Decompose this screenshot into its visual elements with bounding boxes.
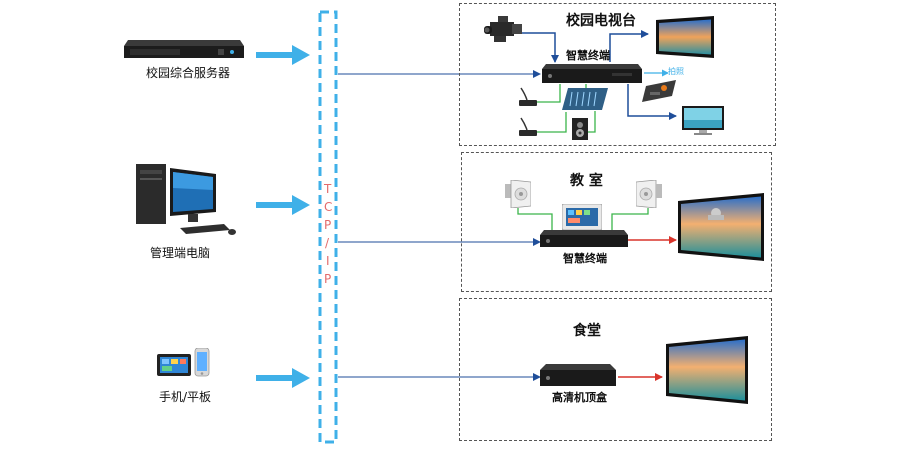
tcp-ip-bus xyxy=(318,10,338,444)
speaker-icon xyxy=(572,118,588,140)
mobile-label: 手机/平板 xyxy=(159,390,212,404)
mic-green-link-2 xyxy=(536,112,567,133)
server-label: 校园综合服务器 xyxy=(146,66,231,80)
camera-to-terminal-arrow xyxy=(514,32,559,63)
microphone-2 xyxy=(515,116,539,142)
device-to-bus-arrows xyxy=(256,45,310,388)
set-top-box-icon xyxy=(542,64,642,83)
mic-green-link-1 xyxy=(536,84,561,103)
tablet-phone-icon xyxy=(157,347,210,377)
classroom-speaker-left xyxy=(505,179,532,212)
server-icon xyxy=(124,40,244,58)
bus-letter: P xyxy=(324,272,333,286)
canteen-display xyxy=(666,336,748,408)
stb-label: 高清机顶盒 xyxy=(552,391,607,404)
campus-tv-title: 校园电视台 xyxy=(566,13,636,29)
wall-speaker-icon xyxy=(635,179,662,209)
terminal-to-tv-arrow xyxy=(609,30,649,62)
server-device xyxy=(122,38,246,60)
tv-monitor xyxy=(682,106,724,140)
bus-letter: T xyxy=(324,182,333,196)
recorder-icon xyxy=(642,80,676,102)
monitor-icon xyxy=(682,106,724,135)
large-display-icon xyxy=(678,193,764,261)
microphone-icon xyxy=(519,117,537,136)
pc-label: 管理端电脑 xyxy=(150,246,211,260)
tv-display xyxy=(656,16,714,62)
control-panel xyxy=(561,203,603,234)
mixer-icon xyxy=(562,88,608,110)
microphone-1 xyxy=(515,86,539,112)
video-camera xyxy=(484,12,524,50)
classroom-title: 教 室 xyxy=(570,173,603,189)
mixer-speaker-link xyxy=(588,111,596,133)
classroom-speaker-right xyxy=(635,179,662,212)
canteen-title: 食堂 xyxy=(573,323,601,339)
terminal-to-monitor-arrow xyxy=(627,84,677,120)
flat-tv-icon xyxy=(656,16,714,58)
wall-speaker-icon xyxy=(505,179,532,209)
bus-letter: / xyxy=(325,236,331,250)
microphone-icon xyxy=(519,87,537,106)
bus-letter: I xyxy=(326,254,331,268)
large-display-icon xyxy=(666,336,748,404)
video-camera-icon xyxy=(484,16,522,42)
hd-set-top-box-icon xyxy=(540,364,616,386)
terminal-to-speaker-right xyxy=(611,208,649,232)
tablet-phone-device xyxy=(157,347,211,378)
campus-tv-panel xyxy=(459,3,776,146)
tv-terminal-label: 智慧终端 xyxy=(566,49,610,62)
desktop-device xyxy=(130,160,240,238)
touch-panel-icon xyxy=(561,203,603,231)
classroom-display xyxy=(678,193,764,265)
set-top-box-icon xyxy=(540,230,628,247)
tv-smart-terminal xyxy=(542,64,642,88)
tv-speaker xyxy=(572,118,588,144)
capture-label: 拍照 xyxy=(668,67,684,76)
classroom-terminal-label: 智慧终端 xyxy=(563,252,607,265)
classroom-panel xyxy=(461,152,772,292)
desktop-computer-icon xyxy=(136,164,236,235)
bus-letter: P xyxy=(324,218,333,232)
audio-mixer xyxy=(562,88,608,116)
bus-letter: C xyxy=(324,200,334,214)
canteen-panel xyxy=(459,298,772,441)
terminal-to-speaker-left xyxy=(517,208,553,232)
set-top-box xyxy=(540,364,616,392)
capture-device xyxy=(642,80,676,106)
classroom-smart-terminal xyxy=(540,230,628,252)
